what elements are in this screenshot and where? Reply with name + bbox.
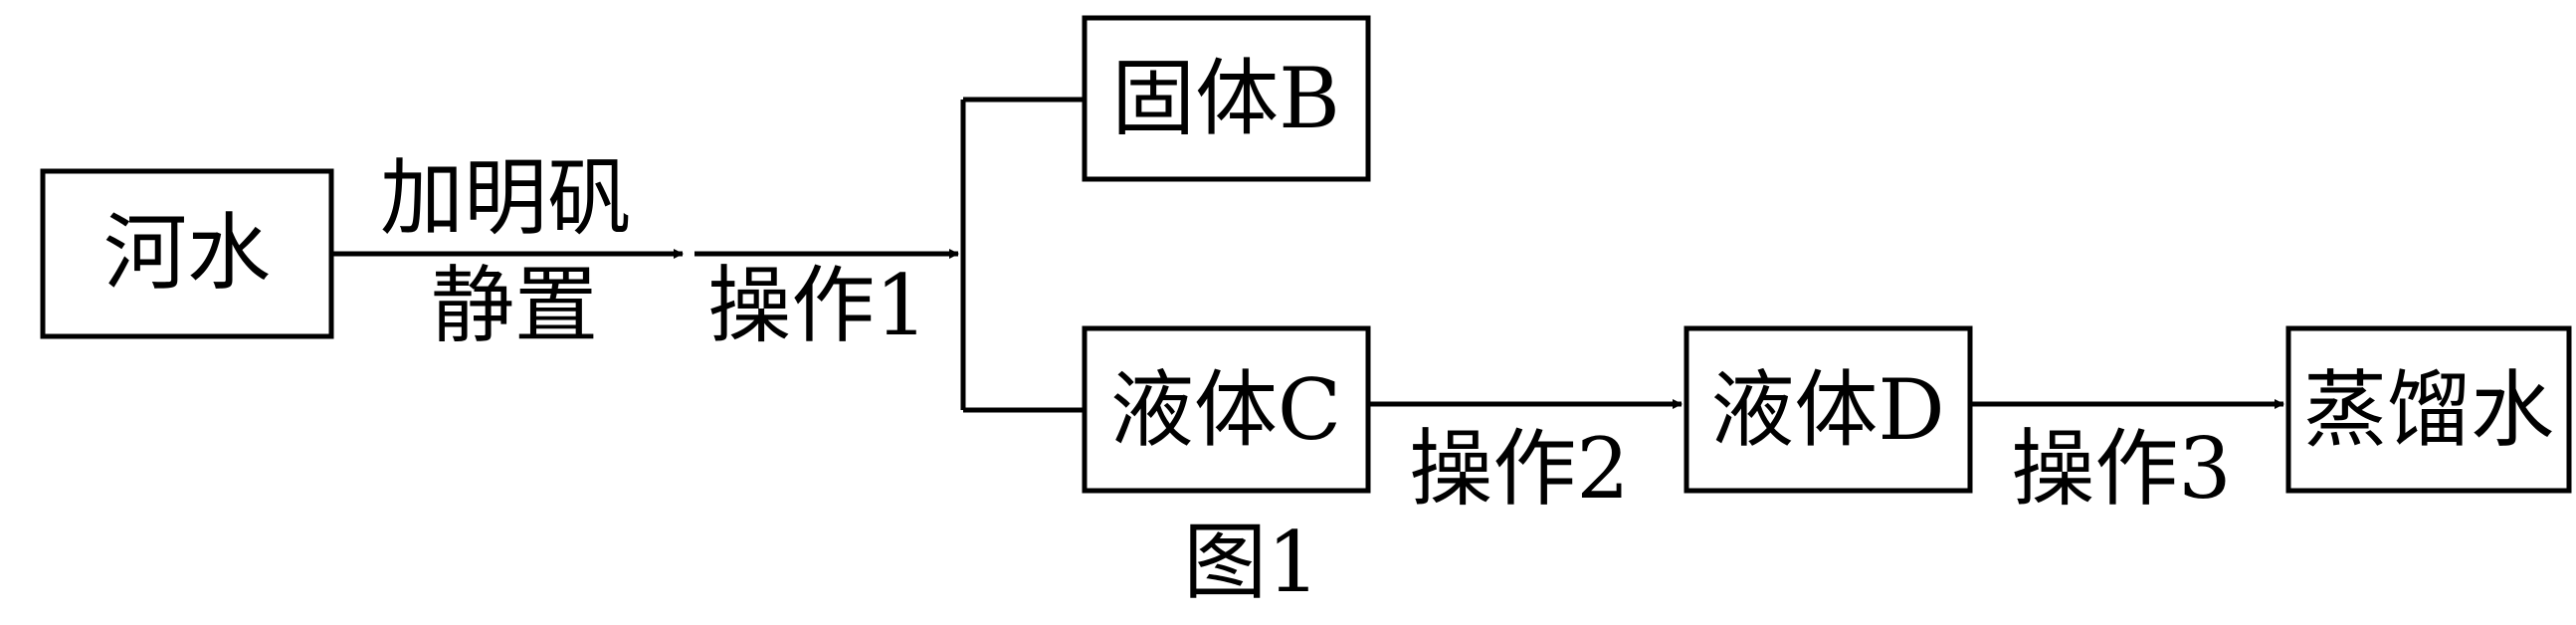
node-liquid-d-label: 液体D bbox=[1710, 361, 1944, 459]
node-liquid-d: 液体D bbox=[1684, 325, 1973, 494]
node-liquid-c-label: 液体C bbox=[1110, 361, 1341, 459]
node-solid-b-label: 固体B bbox=[1111, 50, 1340, 147]
label-op3: 操作3 bbox=[2011, 420, 2231, 518]
node-river-water-label: 河水 bbox=[103, 204, 271, 302]
branch-connector bbox=[960, 97, 1085, 413]
label-op1: 操作1 bbox=[707, 257, 927, 354]
node-solid-b: 固体B bbox=[1082, 15, 1371, 182]
node-river-water: 河水 bbox=[40, 168, 334, 339]
figure-caption: 图1 bbox=[1183, 514, 1319, 611]
node-distilled-water: 蒸馏水 bbox=[2285, 325, 2572, 494]
label-op2: 操作2 bbox=[1409, 420, 1629, 518]
node-liquid-c: 液体C bbox=[1082, 325, 1371, 494]
node-distilled-water-label: 蒸馏水 bbox=[2303, 361, 2554, 459]
label-add-alum: 加明矾 bbox=[380, 149, 631, 247]
label-settle: 静置 bbox=[431, 257, 598, 354]
